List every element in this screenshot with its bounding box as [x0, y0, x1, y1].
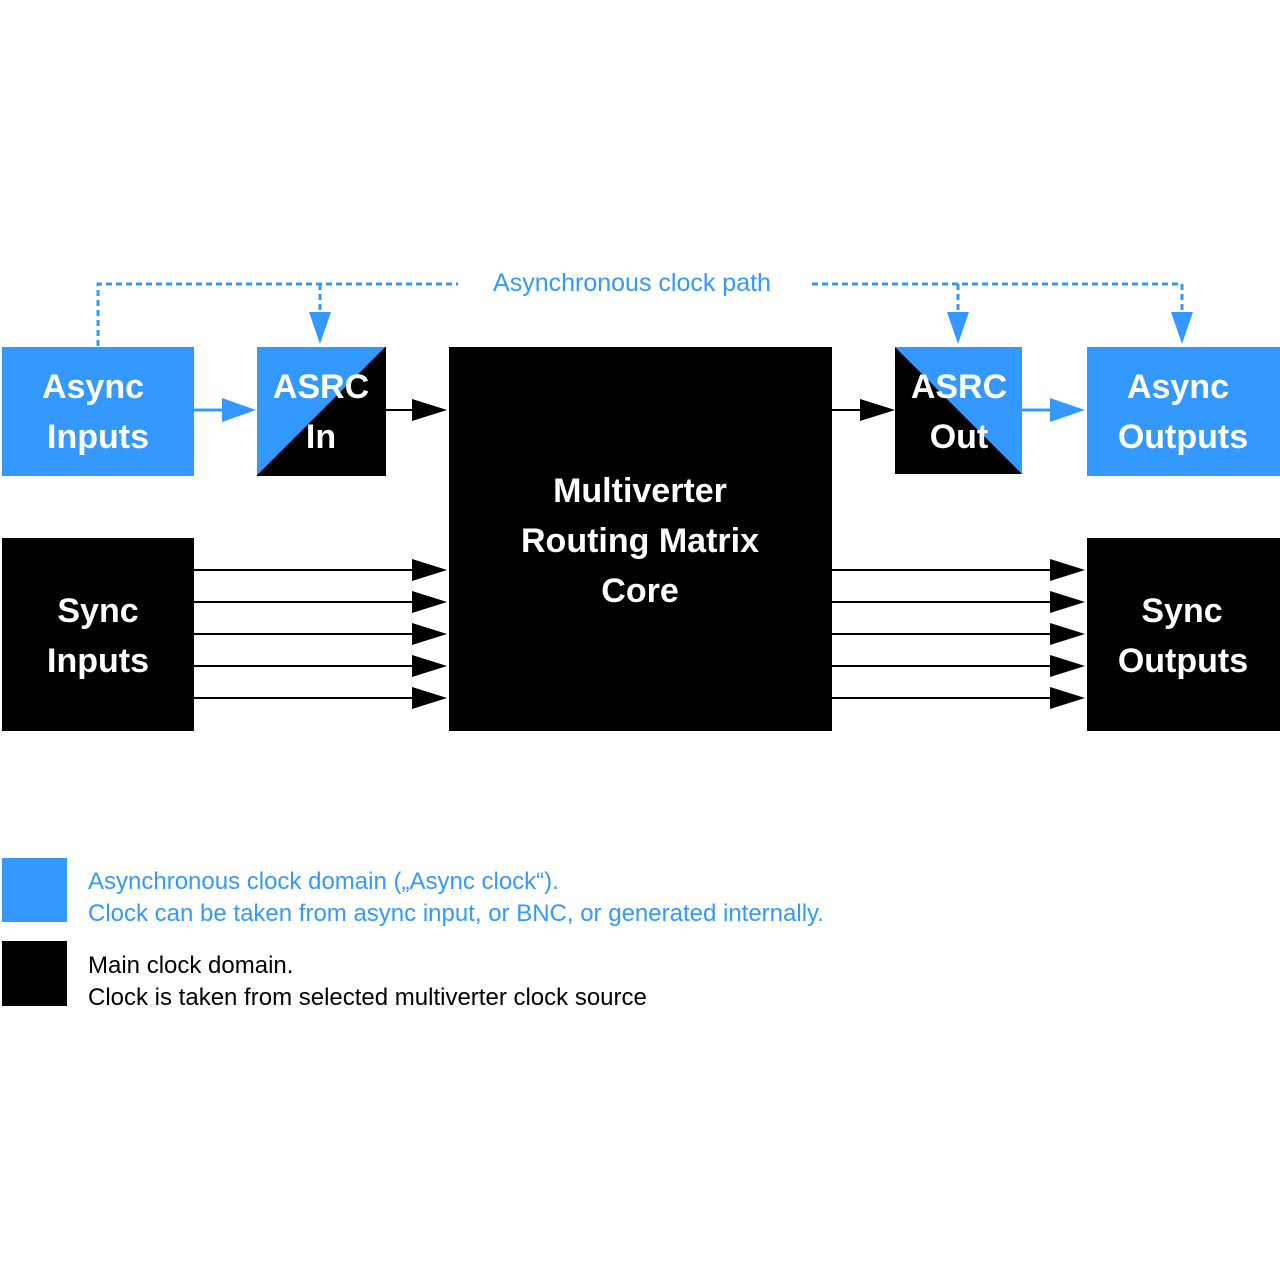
sync-output-arrow-4	[832, 655, 1085, 677]
sync-output-arrows	[832, 559, 1085, 709]
arrow-asrc-in-to-core	[386, 399, 447, 421]
sync-output-arrow-3	[832, 623, 1085, 645]
svg-text:Outputs: Outputs	[1118, 418, 1248, 456]
legend-async-swatch	[2, 858, 67, 922]
legend-main-line1: Main clock domain.	[88, 952, 294, 979]
arrow-asrc-out-to-async-outputs	[1022, 398, 1085, 422]
sync-input-arrows	[194, 559, 447, 709]
legend-async-line1: Asynchronous clock domain („Async clock“…	[88, 868, 559, 895]
async-inputs-block: Async Inputs	[2, 347, 194, 476]
svg-text:Core: Core	[601, 572, 678, 610]
svg-text:ASRC: ASRC	[273, 368, 369, 406]
svg-text:Inputs: Inputs	[47, 642, 149, 680]
sync-input-arrow-4	[194, 655, 447, 677]
asrc-out-block: ASRC Out	[895, 347, 1022, 474]
sync-input-arrow-2	[194, 591, 447, 613]
svg-text:Routing Matrix: Routing Matrix	[521, 522, 759, 560]
arrow-down-asrc-in-icon	[309, 312, 331, 344]
sync-input-arrow-5	[194, 687, 447, 709]
arrow-core-to-asrc-out	[832, 399, 895, 421]
routing-matrix-core-block: Multiverter Routing Matrix Core	[449, 347, 832, 731]
arrow-async-to-asrc-in	[194, 398, 256, 422]
svg-text:Out: Out	[930, 418, 989, 456]
legend-async-line2: Clock can be taken from async input, or …	[88, 900, 824, 927]
arrow-down-asrc-out-icon	[947, 312, 969, 344]
sync-output-arrow-5	[832, 687, 1085, 709]
legend-main-text: Main clock domain. Clock is taken from s…	[88, 950, 647, 1014]
svg-text:Sync: Sync	[57, 592, 138, 630]
svg-text:Inputs: Inputs	[47, 418, 149, 456]
sync-input-arrow-1	[194, 559, 447, 581]
async-path-label: Asynchronous clock path	[493, 269, 771, 297]
svg-text:ASRC: ASRC	[911, 368, 1007, 406]
legend-main-swatch	[2, 941, 67, 1006]
sync-output-arrow-1	[832, 559, 1085, 581]
svg-text:Sync: Sync	[1141, 592, 1222, 630]
arrow-down-async-outputs-icon	[1171, 312, 1193, 344]
sync-output-arrow-2	[832, 591, 1085, 613]
svg-text:Outputs: Outputs	[1118, 642, 1248, 680]
svg-text:Multiverter: Multiverter	[553, 472, 727, 510]
async-path-left-segment	[96, 282, 458, 346]
async-outputs-block: Async Outputs	[1087, 347, 1280, 476]
asrc-in-block: ASRC In	[256, 346, 387, 477]
svg-text:Async: Async	[42, 368, 144, 406]
svg-text:Async: Async	[1127, 368, 1229, 406]
sync-outputs-block: Sync Outputs	[1087, 538, 1280, 731]
sync-inputs-block: Sync Inputs	[2, 538, 194, 731]
async-clock-path	[96, 282, 1184, 346]
sync-input-arrow-3	[194, 623, 447, 645]
legend-async-text: Asynchronous clock domain („Async clock“…	[88, 866, 824, 930]
legend-main-line2: Clock is taken from selected multiverter…	[88, 984, 647, 1011]
async-path-right-segment	[812, 282, 1184, 318]
svg-text:In: In	[306, 418, 336, 456]
